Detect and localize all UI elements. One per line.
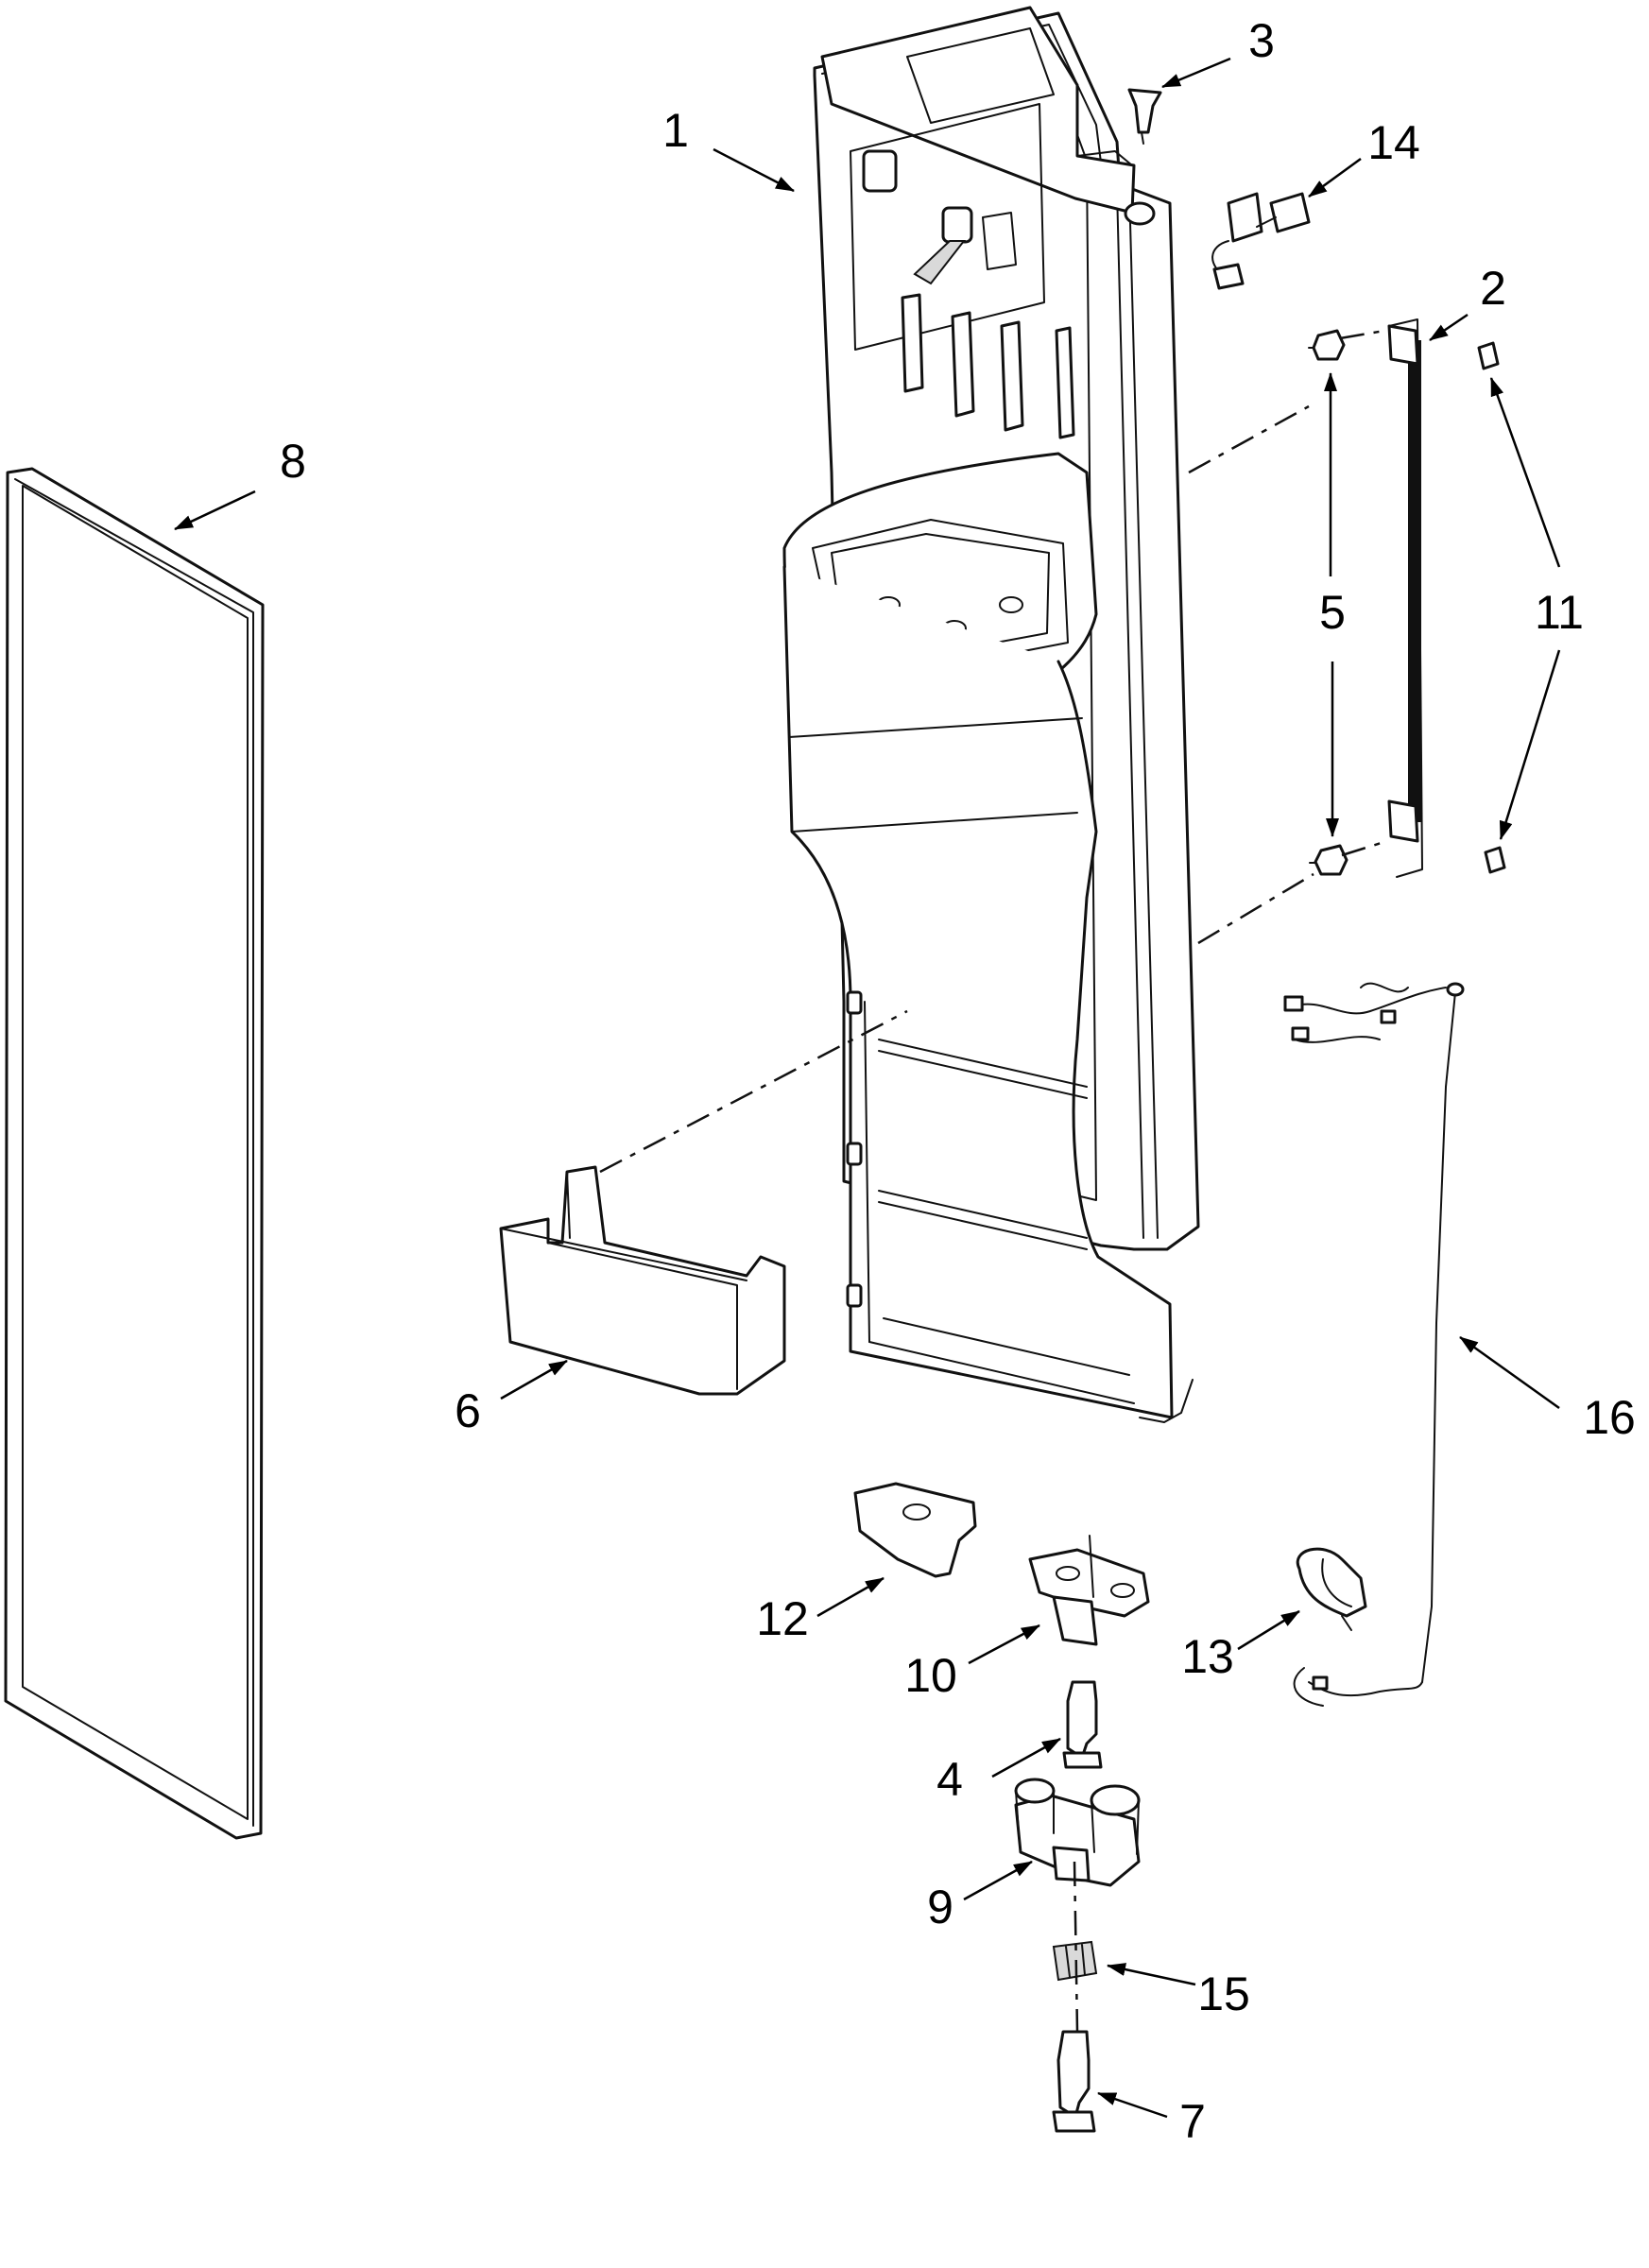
door-handle [1387, 318, 1423, 878]
callout-16: 16 [1583, 1391, 1636, 1444]
top-plug [1127, 88, 1162, 145]
callout-12: 12 [756, 1592, 809, 1645]
door-bin [499, 1165, 786, 1396]
wire-connector [1211, 192, 1311, 290]
callout-10: 10 [904, 1649, 957, 1702]
hinge-screw-upper [1062, 1680, 1103, 1769]
bottom-bracket-left [853, 1482, 977, 1578]
door-liner-assembly [782, 6, 1200, 1423]
leader-arrows [174, 57, 1561, 2119]
callout-4: 4 [936, 1753, 963, 1806]
hinge-assembly [1014, 1778, 1141, 1887]
callout-11: 11 [1535, 586, 1584, 639]
hinge-screw-lower [1052, 2030, 1096, 2133]
door-gasket [4, 467, 265, 1840]
hinge-bracket [1028, 1535, 1150, 1646]
callout-2: 2 [1480, 262, 1506, 315]
cable-clip [1296, 1547, 1367, 1631]
callout-15: 15 [1197, 1967, 1250, 2020]
callout-7: 7 [1179, 2095, 1206, 2148]
assembly-lines [599, 329, 1388, 2033]
handle-studs [1308, 329, 1348, 876]
callout-3: 3 [1248, 14, 1275, 67]
callout-8: 8 [280, 435, 306, 488]
callout-9: 9 [927, 1881, 953, 1933]
callout-6: 6 [455, 1384, 481, 1437]
callout-1: 1 [662, 104, 689, 157]
callout-5: 5 [1319, 586, 1346, 639]
wire-harness [1283, 982, 1465, 1707]
callout-13: 13 [1181, 1630, 1234, 1683]
callout-14: 14 [1367, 116, 1420, 169]
handle-screws [1477, 341, 1506, 874]
callout-labels: 1 2 3 4 5 6 7 8 9 10 11 12 13 14 15 16 [280, 14, 1636, 2148]
